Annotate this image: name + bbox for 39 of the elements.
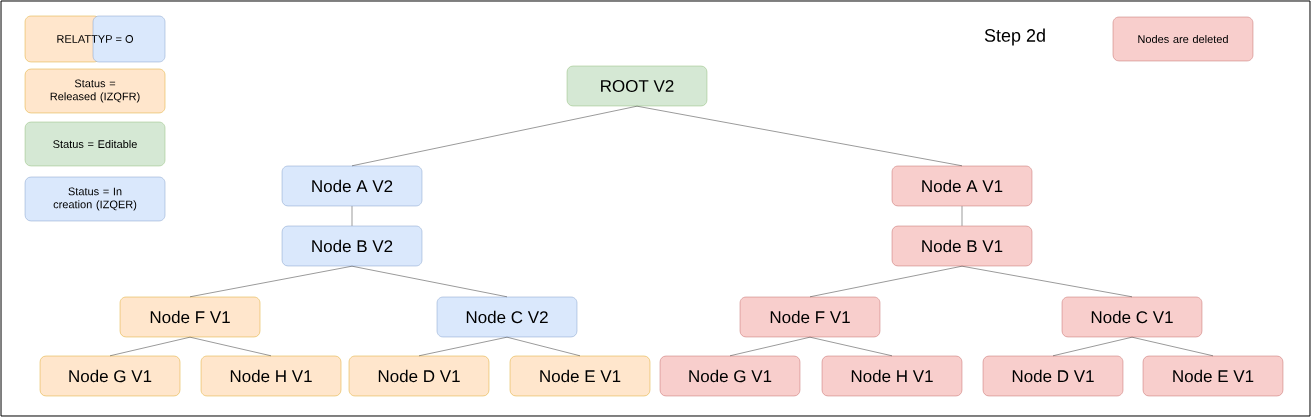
legend-box: RELATTYP = O <box>24 15 166 63</box>
tree-node-box: ROOT V2 <box>566 65 708 107</box>
tree-node-box: Node E V1 <box>509 355 651 397</box>
tree-node-box: Node H V1 <box>200 355 342 397</box>
legend-box: Nodes are deleted <box>1112 16 1254 62</box>
tree-node-box: Node D V1 <box>982 355 1124 397</box>
title: Step 2d <box>984 28 1045 46</box>
connector-line <box>351 266 508 297</box>
legend-box: Status = In creation (IZQER) <box>24 176 166 222</box>
connector-line <box>1052 337 1133 356</box>
connector-line <box>961 206 963 226</box>
tree-node-box: Node D V1 <box>348 355 490 397</box>
tree-node-box: Node G V1 <box>39 355 181 397</box>
tree-node-box: Node E V1 <box>1142 355 1284 397</box>
tree-node-box: Node B V2 <box>281 225 423 267</box>
connector-line <box>418 337 508 356</box>
connector-line <box>1131 337 1214 356</box>
connector-line <box>809 337 893 356</box>
tree-node-box: Node C V2 <box>436 296 578 338</box>
connector-line <box>189 337 272 356</box>
connector-line <box>351 106 638 166</box>
tree-node-box: Node F V1 <box>739 296 881 338</box>
legend-box: Status = Editable <box>24 121 166 167</box>
connector-line <box>506 337 581 356</box>
connector-line <box>109 337 191 356</box>
tree-node-box: Node C V1 <box>1061 296 1203 338</box>
tree-node-box: Node A V2 <box>281 165 423 207</box>
tree-node-box: Node G V1 <box>659 355 801 397</box>
tree-node-box: Node H V1 <box>821 355 963 397</box>
legend-box: Status = Released (IZQFR) <box>24 68 166 114</box>
connector-line <box>809 266 963 297</box>
connector-line <box>351 206 353 226</box>
tree-node-box: Node A V1 <box>891 165 1033 207</box>
connector-line <box>961 266 1133 297</box>
tree-node-box: Node F V1 <box>119 296 261 338</box>
tree-node-box: Node B V1 <box>891 225 1033 267</box>
connector-line <box>189 266 353 297</box>
connector-line <box>636 106 963 166</box>
connector-line <box>729 337 811 356</box>
